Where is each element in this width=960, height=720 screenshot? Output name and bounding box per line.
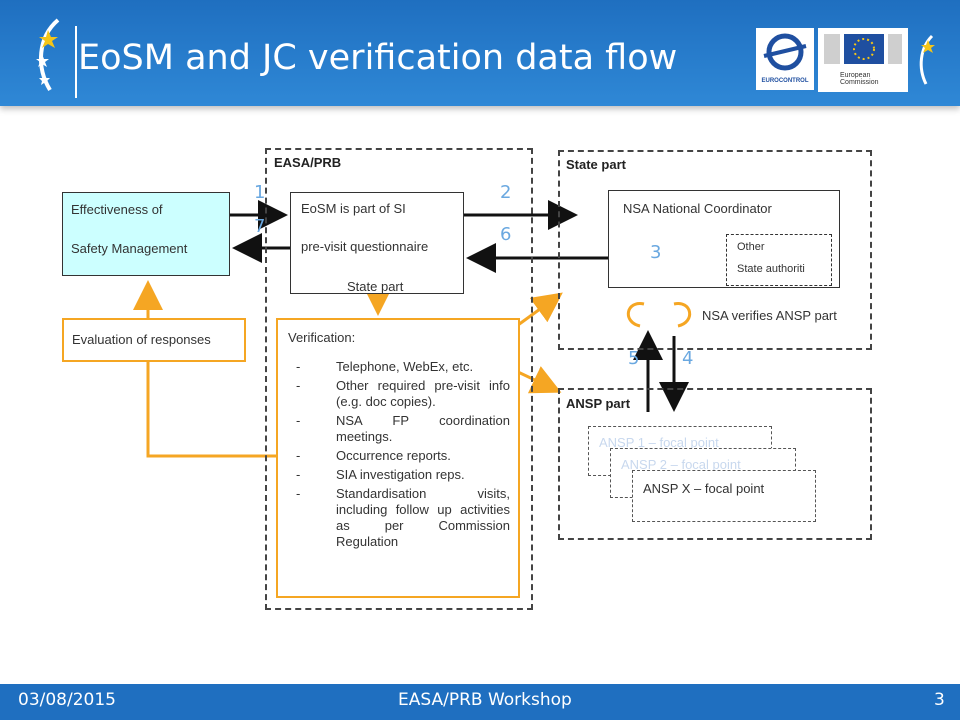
- effectiveness-line2: Safety Management: [71, 241, 188, 256]
- ansp-2-label: ANSP 2 – focal point: [621, 457, 741, 472]
- step-number-3: 3: [650, 242, 662, 263]
- step-number-4: 4: [682, 348, 694, 369]
- verification-item: Occurrence reports.: [288, 448, 510, 464]
- footer-date: 03/08/2015: [18, 690, 116, 710]
- verification-title: Verification:: [288, 330, 356, 345]
- commission-text-line1: European: [840, 72, 871, 79]
- eosm-line1: EoSM is part of SI: [301, 201, 406, 216]
- slide-footer: 03/08/2015 EASA/PRB Workshop 3: [0, 684, 960, 720]
- commission-text-line2: Commission: [840, 79, 879, 86]
- eurocontrol-emblem-icon: [763, 33, 807, 71]
- commission-building-icon: [824, 34, 902, 64]
- verification-item: NSA FP coordination meetings.: [288, 413, 510, 445]
- swirl-arrows-icon: [627, 302, 691, 328]
- eurocontrol-logo-text: EUROCONTROL: [761, 78, 809, 84]
- verification-item: SIA investigation reps.: [288, 467, 510, 483]
- ansp-1-label: ANSP 1 – focal point: [599, 435, 719, 450]
- eu-stars-swoosh-icon: [36, 18, 77, 98]
- nsa-verifies-label: NSA verifies ANSP part: [702, 308, 837, 323]
- slide-header: EoSM and JC verification data flow EUROC…: [0, 0, 960, 106]
- line-verification-to-evaluation: [146, 361, 276, 458]
- ansp-x-label: ANSP X – focal point: [643, 481, 765, 496]
- ansp-part-container: [558, 388, 872, 540]
- evaluation-box: Evaluation of responses: [62, 318, 246, 362]
- eosm-box: EoSM is part of SI pre-visit questionnai…: [290, 192, 464, 294]
- arrow-verification-to-state: [517, 292, 563, 327]
- arrow-verification-to-ansp: [517, 366, 562, 394]
- other-line1: Other: [737, 241, 765, 253]
- eu-star-small-icon: [919, 34, 935, 85]
- step-number-6: 6: [500, 224, 512, 245]
- state-part-label: State part: [566, 157, 626, 172]
- ansp-x-box: ANSP X – focal point: [632, 470, 816, 522]
- step-number-1: 1: [254, 182, 266, 203]
- step-number-2: 2: [500, 182, 512, 203]
- nsa-coordinator-label: NSA National Coordinator: [623, 201, 772, 216]
- step-number-5: 5: [628, 348, 640, 369]
- verification-item: Other required pre-visit info (e.g. doc …: [288, 378, 510, 410]
- effectiveness-line1: Effectiveness of: [71, 202, 163, 217]
- effectiveness-box: Effectiveness of Safety Management: [62, 192, 230, 276]
- other-line2: State authoriti: [737, 263, 805, 275]
- step-number-7: 7: [254, 216, 266, 237]
- eosm-line2: pre-visit questionnaire: [301, 239, 429, 254]
- other-authorities-box: Other State authoriti: [726, 234, 832, 286]
- evaluation-label: Evaluation of responses: [72, 332, 211, 347]
- slide-title: EoSM and JC verification data flow: [78, 38, 678, 78]
- european-commission-logo: European Commission: [818, 28, 908, 92]
- eosm-line3: State part: [347, 279, 404, 294]
- verification-list: Telephone, WebEx, etc. Other required pr…: [288, 359, 510, 550]
- easa-prb-container: [265, 148, 533, 610]
- eurocontrol-logo: EUROCONTROL: [756, 28, 814, 90]
- ansp-part-label: ANSP part: [566, 396, 631, 411]
- state-part-container: [558, 150, 872, 350]
- verification-item: Telephone, WebEx, etc.: [288, 359, 510, 375]
- footer-page-number: 3: [934, 690, 945, 710]
- verification-box: Verification: Telephone, WebEx, etc. Oth…: [276, 318, 520, 598]
- easa-prb-label: EASA/PRB: [274, 155, 342, 170]
- footer-event: EASA/PRB Workshop: [398, 690, 572, 710]
- verification-item: Standardisation visits, including follow…: [288, 486, 510, 550]
